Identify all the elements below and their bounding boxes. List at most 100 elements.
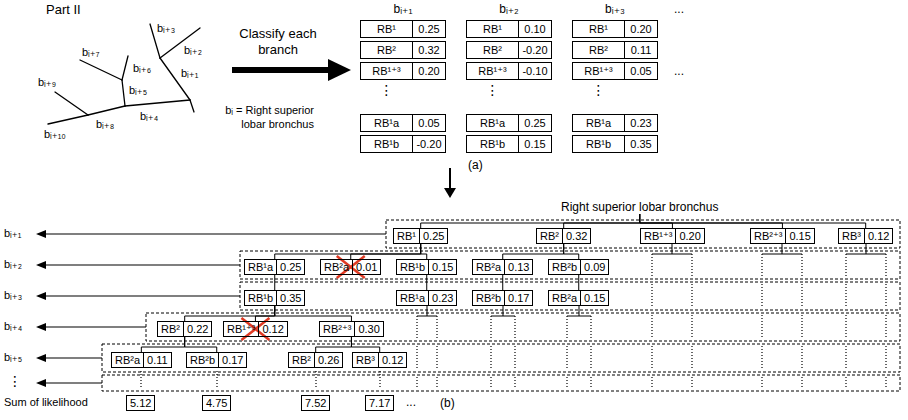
tree-connector [640,214,673,228]
level-arrow-head [36,230,46,238]
tree-connector [640,214,783,228]
level-label: bᵢ₊₄ [4,320,22,334]
likelihood-cell: 0.20 [624,20,658,38]
likelihood-cell: 0.20 [412,62,446,80]
class-node: RB²b0.09 [548,259,609,275]
level-arrow [44,233,386,234]
class-node: RB²b0.17 [186,352,247,368]
tree-connector [564,214,640,228]
likelihood-value: 0.26 [315,352,343,368]
tree-connector [185,337,217,352]
branch-label: bᵢ₊₆ [133,62,151,76]
class-node: RB²a0.13 [472,259,533,275]
branch-label: bᵢ₊₅ [129,84,147,98]
branch-label: bᵢ₊₁₀ [44,128,66,142]
class-name: RB¹a [396,290,429,306]
part-title: Part II [46,2,81,18]
likelihood-value: 0.30 [355,321,383,337]
class-name-cell: RB¹a [466,114,519,132]
level-arrow [44,382,102,383]
class-name-cell: RB² [360,41,413,59]
tree-connector [185,306,275,321]
likelihood-value: 0.23 [429,290,457,306]
likelihood-value: 0.35 [277,290,305,306]
class-name: RB¹⁺³ [223,321,259,337]
sum-box: 5.12 [126,395,155,411]
level-arrow [44,357,102,358]
class-node: RB¹b0.35 [244,290,305,306]
level-arrow-head [36,292,46,300]
column-header: bᵢ₊₁ [360,2,446,17]
step-caption: Classify each branch [238,26,318,59]
down-arrow-head [444,188,456,198]
class-name-cell: RB¹⁺³ [572,62,625,80]
likelihood-value: 0.32 [563,228,591,244]
likelihood-cell: 0.11 [624,41,658,59]
tree-connector [141,337,184,352]
classify-arrow-head [328,59,351,81]
ellipsis-mark: ⋮ [360,82,413,100]
likelihood-value: 0.22 [184,321,212,337]
level-label: bᵢ₊₅ [4,351,22,365]
likelihood-cell: 0.05 [624,62,658,80]
tree-connector [316,337,352,352]
likelihood-cell: 0.15 [518,135,552,153]
class-node: RB²0.32 [536,228,591,244]
class-node: RB¹a0.23 [396,290,457,306]
branch-label: bᵢ₊₃ [157,22,175,36]
likelihood-cell: 0.25 [518,114,552,132]
class-node: RB²a0.01 [320,259,381,275]
class-name-cell: RB² [572,41,625,59]
likelihood-value: 0.15 [429,259,457,275]
ellipsis-mark: ... [674,2,684,17]
likelihood-cell: 0.10 [518,20,552,38]
likelihood-value: 0.12 [259,321,287,337]
tree-connector [274,275,275,290]
level-band [240,251,900,279]
class-name-cell: RB² [466,41,519,59]
class-node: RB²a0.11 [111,352,172,368]
ellipsis-mark: ⋮ [8,373,22,391]
tree-connector [255,306,274,321]
ellipsis-mark: ⋮ [572,82,625,100]
level-arrow [44,295,240,296]
likelihood-value: 0.17 [219,352,247,368]
likelihood-cell: 0.35 [624,135,658,153]
class-node: RB²0.22 [157,321,212,337]
branch-label: bᵢ₊₈ [96,118,114,132]
level-label: bᵢ₊₃ [4,289,22,303]
class-name-cell: RB¹b [572,135,625,153]
root-title: Right superior lobar bronchus [559,200,720,214]
tree-connector [275,244,421,259]
branch-line [88,106,125,115]
tree-connector [351,337,379,352]
level-arrow [44,264,240,265]
class-node: RB²a0.15 [548,290,609,306]
class-name: RB²a [472,259,505,275]
likelihood-cell: -0.20 [518,41,552,59]
class-name-cell: RB¹b [466,135,519,153]
class-name: RB² [536,228,563,244]
likelihood-value: 0.09 [581,259,609,275]
branch-line [125,100,190,106]
class-name: RB¹a [244,259,277,275]
class-node: RB¹a0.25 [244,259,305,275]
class-name: RB³ [838,228,865,244]
class-name: RB²a [320,259,353,275]
class-name: RB²b [548,259,581,275]
class-node: RB¹b0.15 [396,259,457,275]
class-name: RB²a [548,290,581,306]
likelihood-value: 0.25 [420,228,448,244]
class-name: RB¹b [396,259,429,275]
class-name: RB¹ [393,228,420,244]
class-name: RB² [157,321,184,337]
branch-line [122,56,128,80]
likelihood-value: 0.12 [379,352,407,368]
likelihood-cell: -0.10 [518,62,552,80]
class-name: RB¹⁺³ [640,228,676,244]
level-arrow [44,326,146,327]
branch-label: bᵢ₊₂ [184,44,202,58]
class-node: RB²⁺³0.30 [319,321,384,337]
likelihood-value: 4.75 [202,395,231,411]
